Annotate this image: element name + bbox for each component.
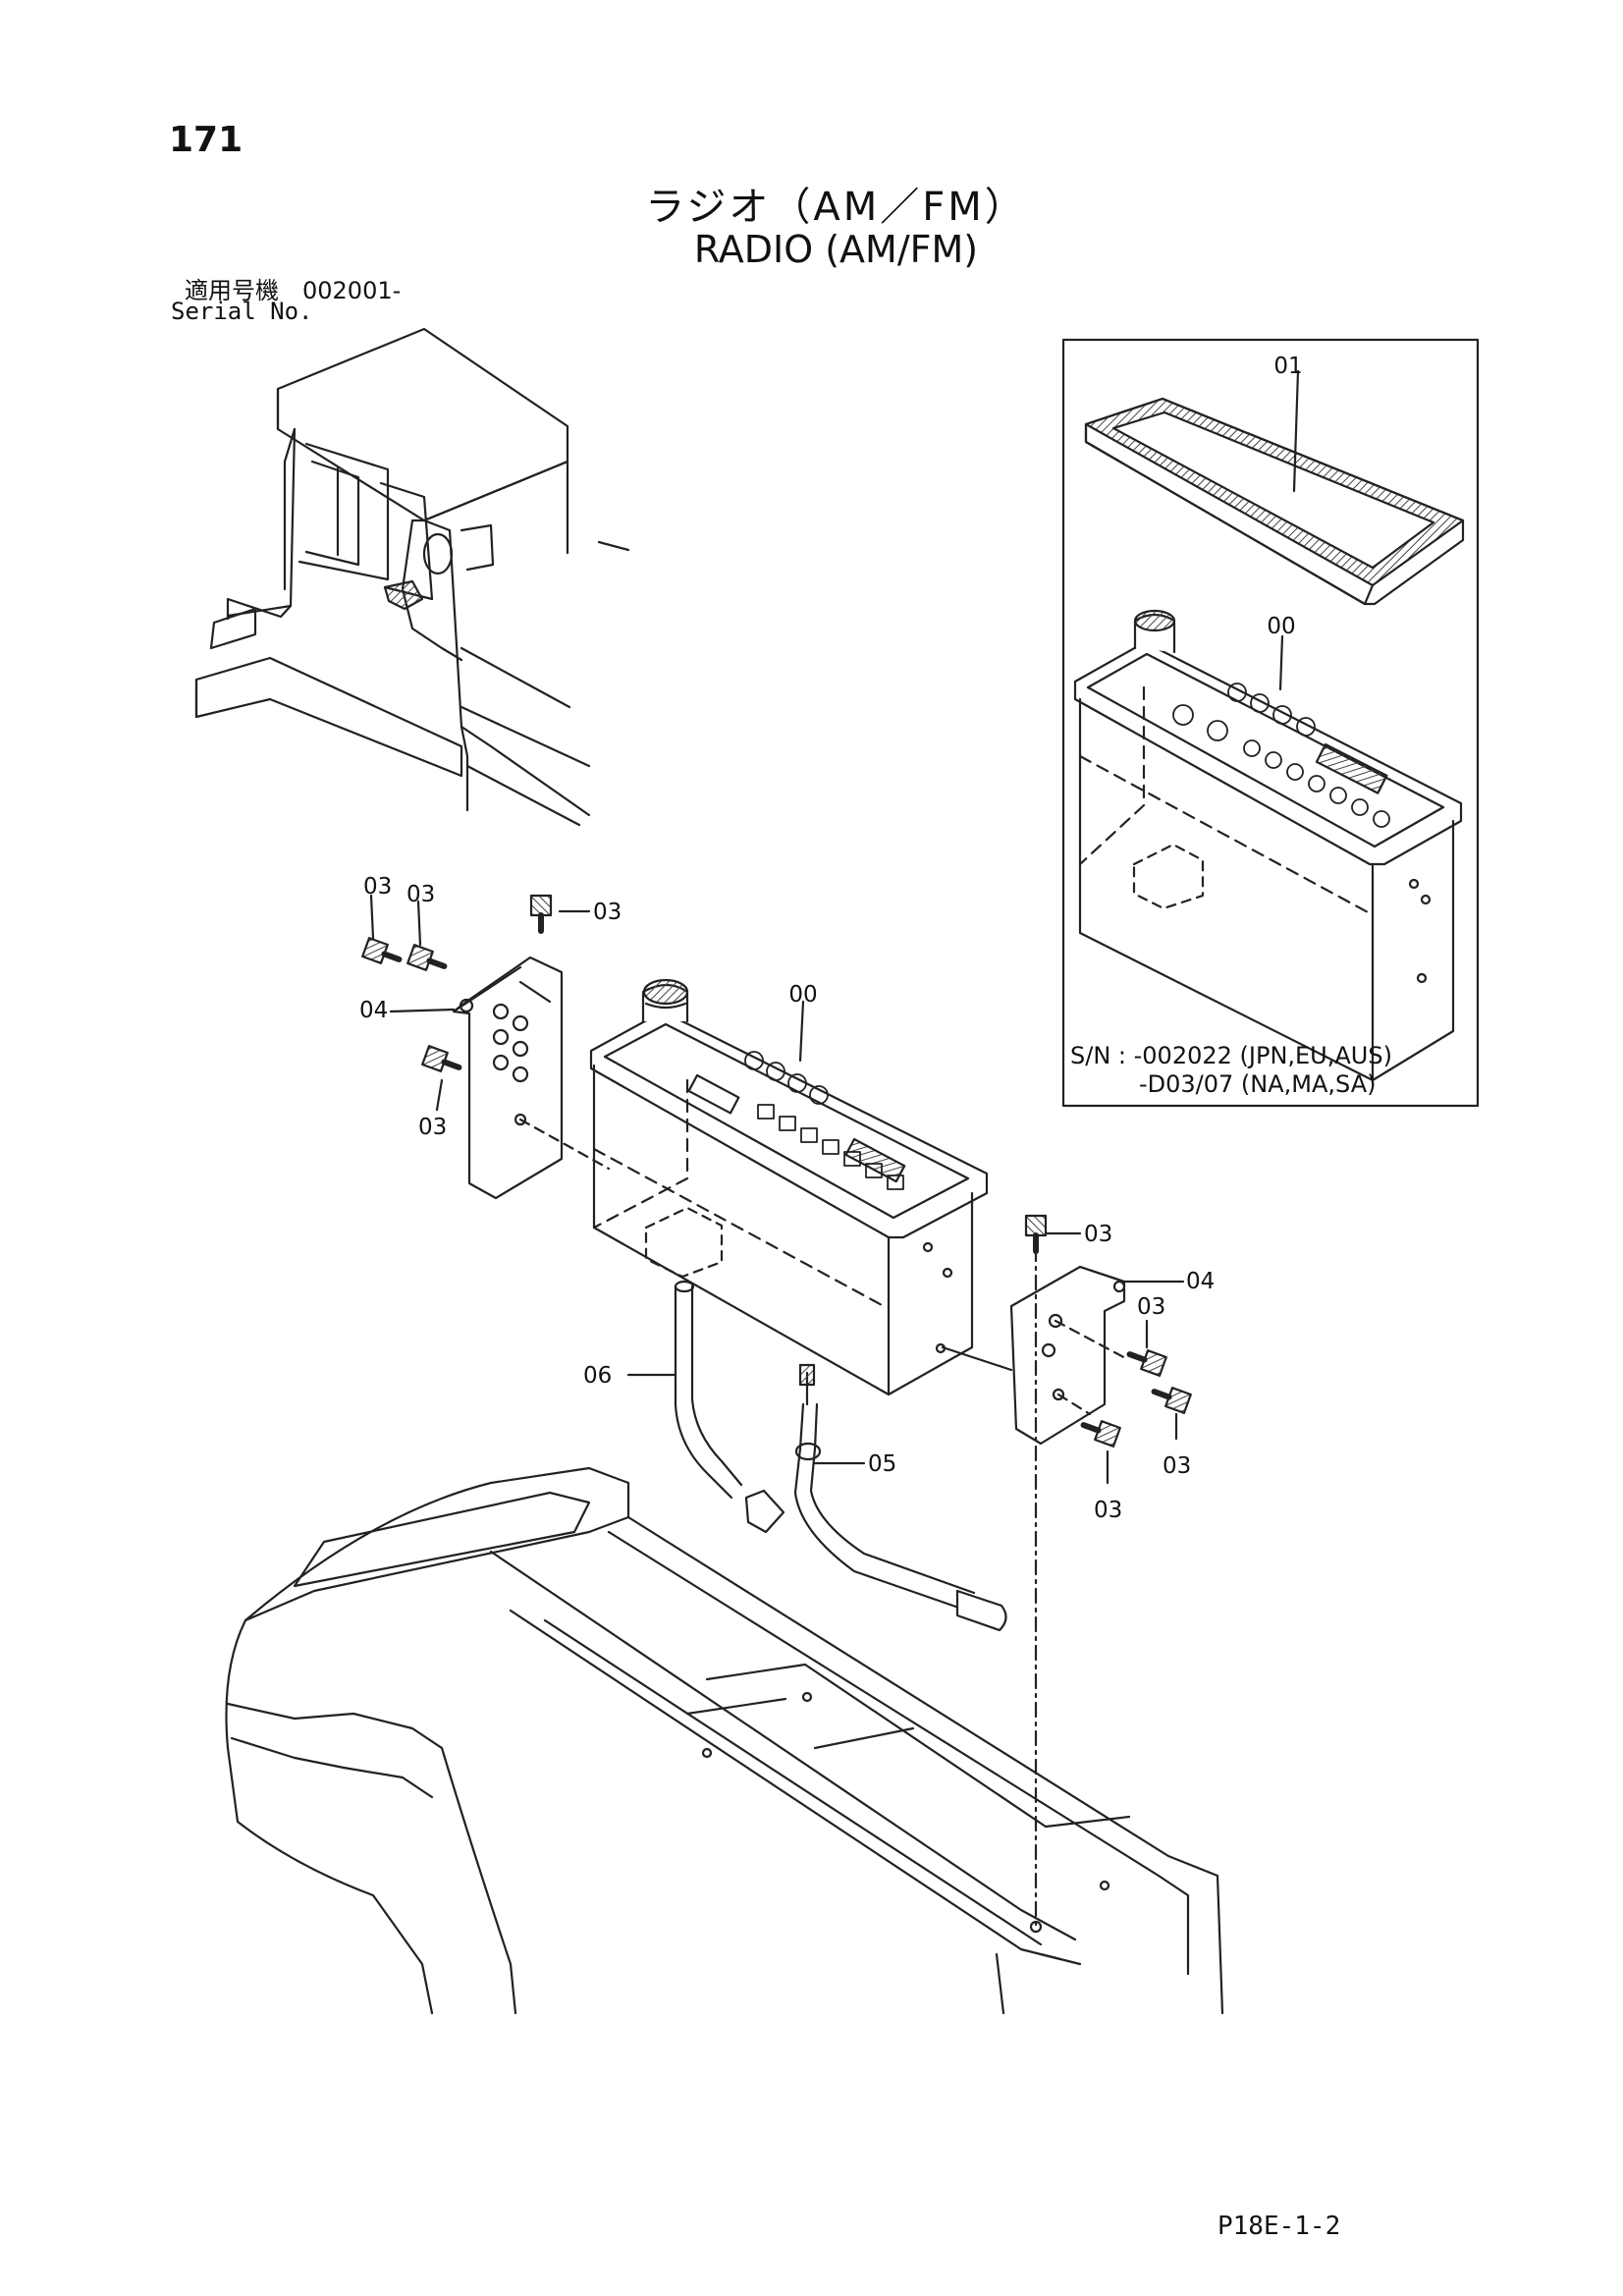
inset-serial-note-line-1: S/N : -002022 (JPN,EU,AUS) (1070, 1042, 1392, 1069)
inset-part-label-00: 00 (1267, 614, 1295, 639)
radio-unit (589, 978, 989, 1396)
inset-earlier-model-box (1061, 338, 1480, 1108)
page-number: 171 (169, 120, 243, 160)
part-label-bracket: 04 (359, 998, 388, 1023)
serial-label-japanese: 適用号機 002001- (185, 277, 402, 304)
wire-harness (626, 1280, 785, 1534)
inset-serial-note-line-2: -D03/07 (NA,MA,SA) (1139, 1070, 1377, 1098)
screw (529, 894, 553, 934)
left-bracket (452, 956, 611, 1200)
screw (1080, 1420, 1121, 1448)
part-label-bracket: 04 (1186, 1269, 1215, 1294)
console-housing (225, 1466, 1224, 2015)
antenna-cable (793, 1363, 1007, 1632)
inset-part-label-01: 01 (1273, 354, 1302, 379)
footer-drawing-code: P18E-1-2 (1217, 2212, 1341, 2241)
part-label-radio: 00 (788, 982, 817, 1008)
right-bracket (941, 1265, 1131, 1446)
screw (406, 944, 448, 971)
serial-label-english: Serial No. (171, 298, 313, 325)
part-label-screw: 03 (593, 900, 622, 925)
part-label-antenna-cable: 05 (868, 1451, 896, 1477)
screw (1151, 1387, 1192, 1414)
part-label-screw: 03 (363, 874, 392, 900)
screw (1126, 1349, 1167, 1377)
part-label-screw: 03 (1137, 1294, 1165, 1320)
screw (421, 1045, 462, 1072)
part-label-screw: 03 (1084, 1222, 1112, 1247)
cab-overview-illustration (194, 327, 630, 827)
screw (361, 937, 403, 964)
screw-group (361, 894, 1192, 1927)
part-label-screw: 03 (1163, 1453, 1191, 1479)
part-label-screw: 03 (406, 882, 435, 907)
page-title-japanese: ラジオ（AM／FM） (645, 185, 1027, 230)
part-label-harness: 06 (583, 1363, 612, 1389)
part-label-screw: 03 (418, 1115, 447, 1140)
part-label-screw: 03 (1094, 1498, 1122, 1523)
page-title-english: RADIO (AM/FM) (693, 228, 979, 271)
screw (1024, 1214, 1048, 1254)
